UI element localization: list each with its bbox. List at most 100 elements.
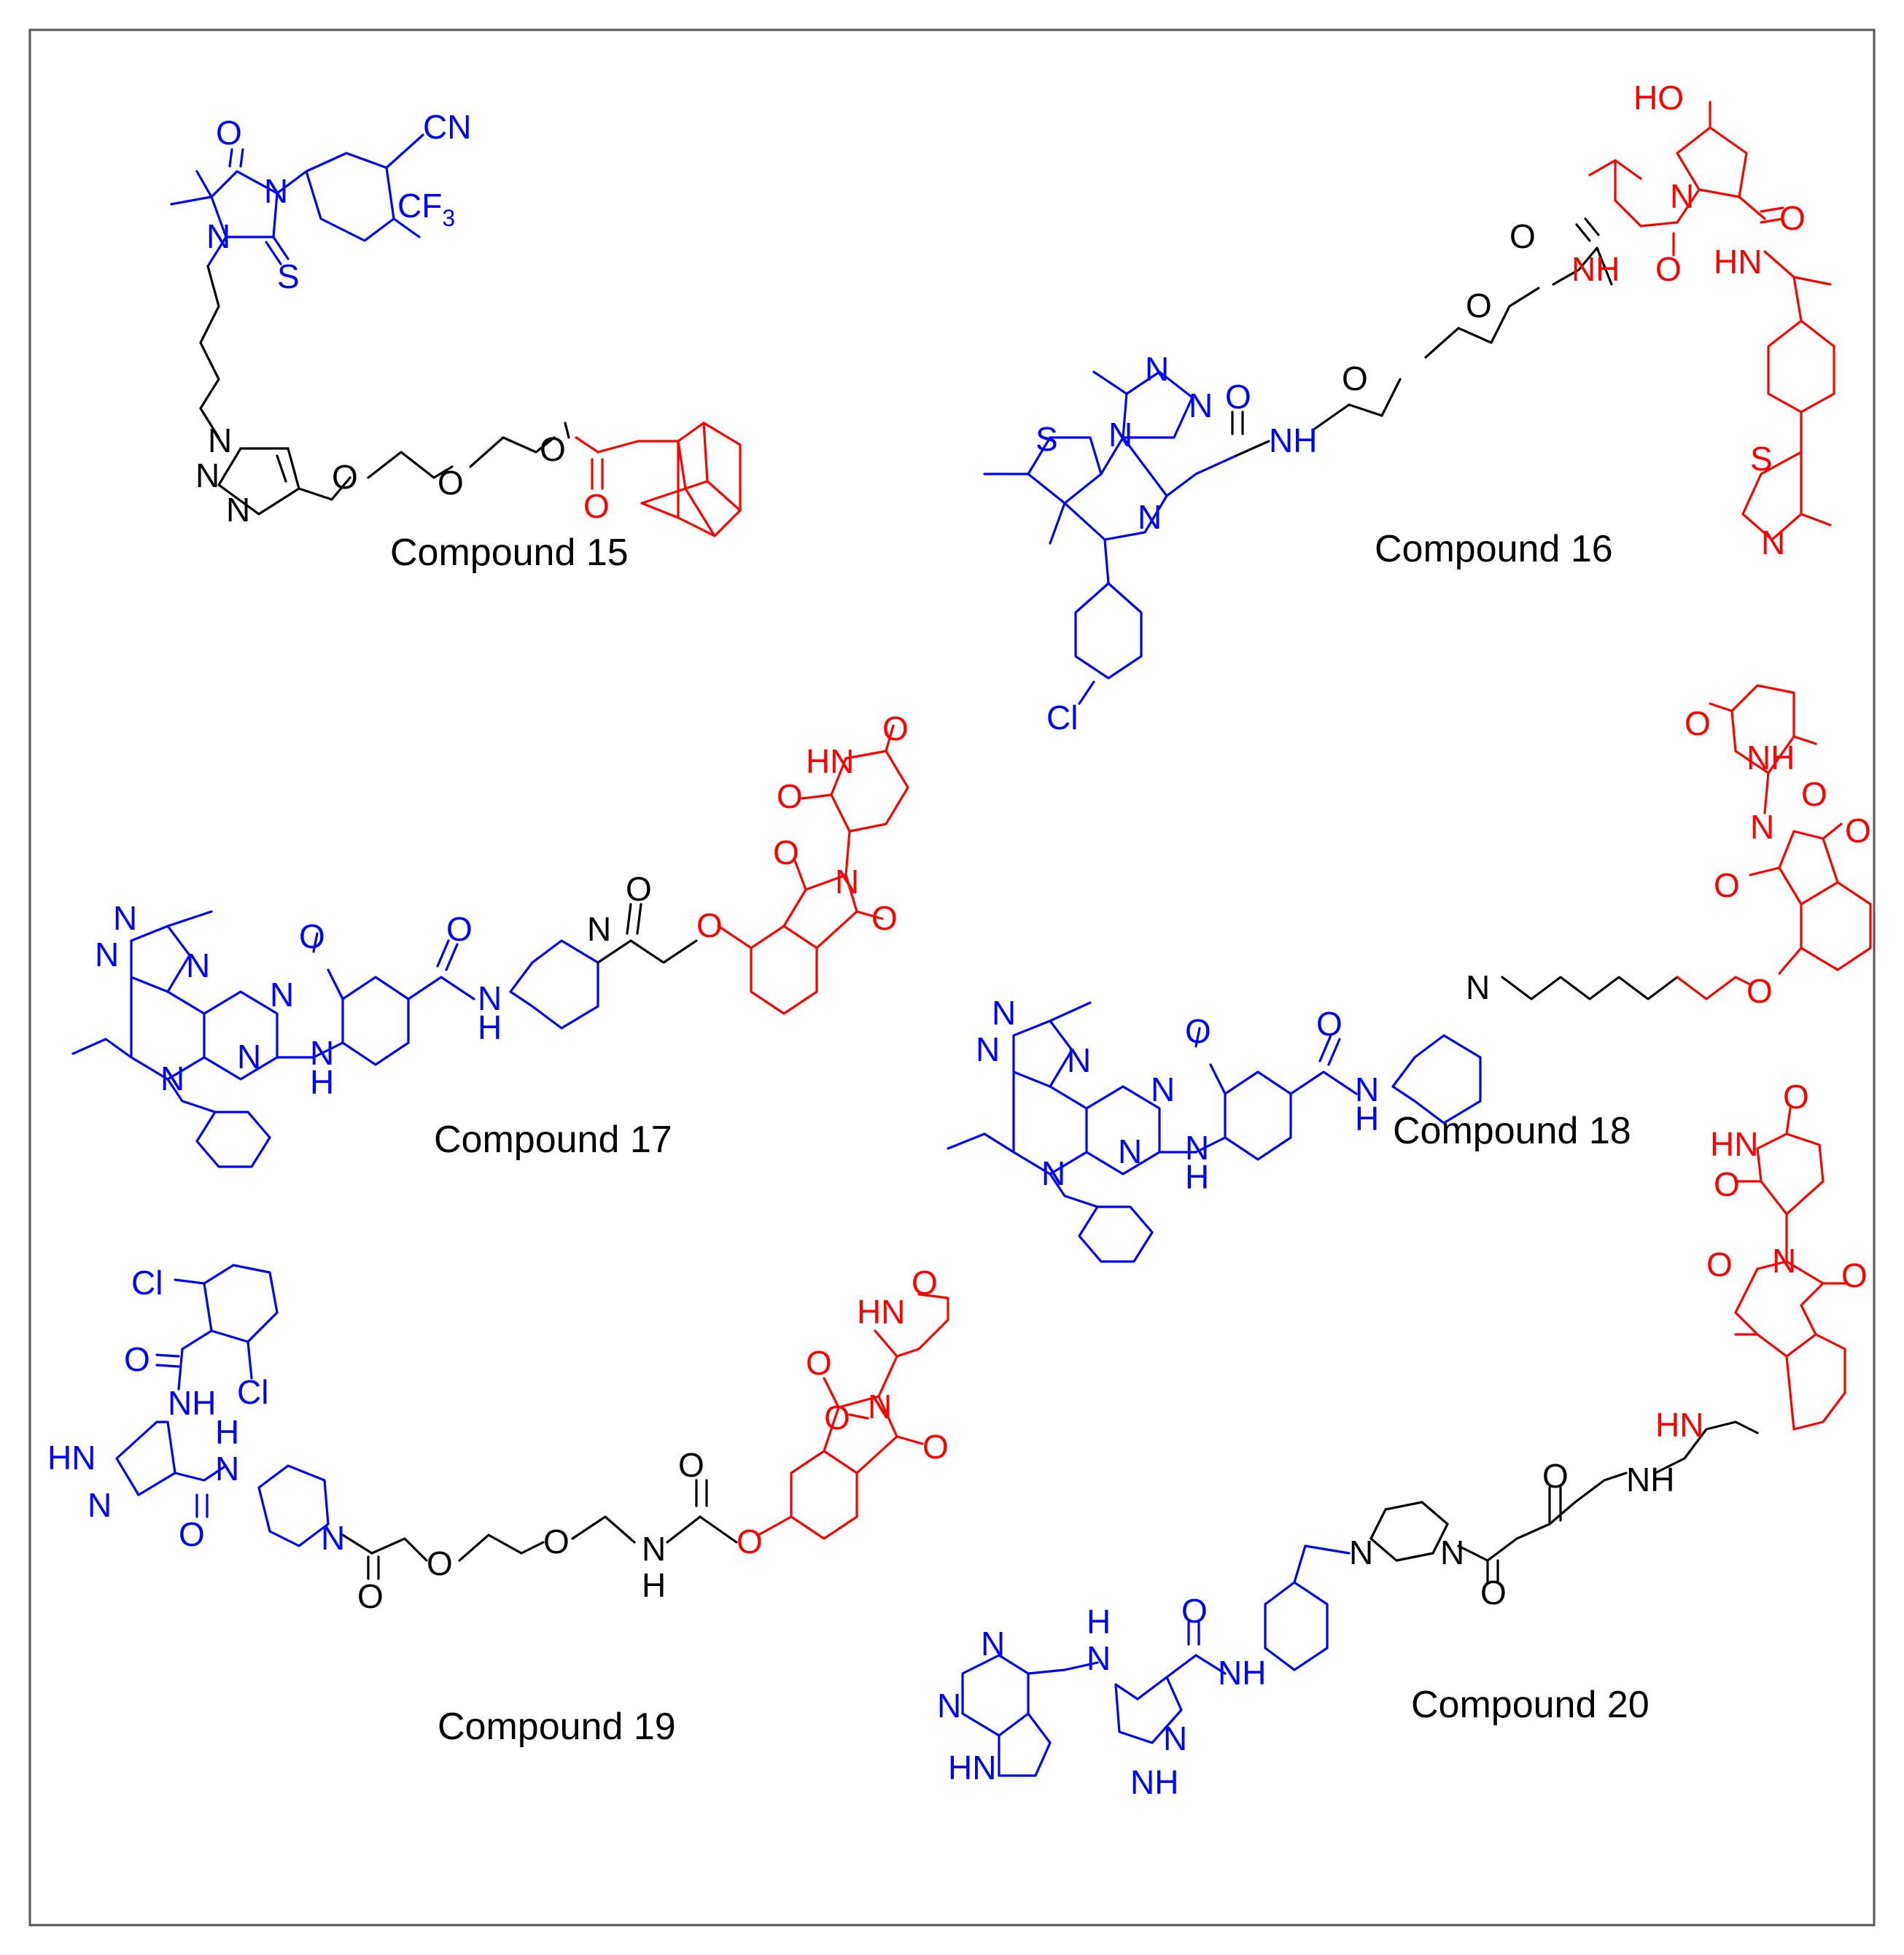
compound-19-caption: Compound 19 bbox=[438, 1706, 676, 1748]
c20-atom-n-pz1: N bbox=[1349, 1534, 1373, 1571]
c17-atom-tn1: N bbox=[113, 899, 137, 937]
c17-atom-o-ac: O bbox=[626, 870, 652, 908]
compound-18-caption: Compound 18 bbox=[1393, 1110, 1631, 1152]
c17-atom-o-ph2: O bbox=[871, 899, 898, 937]
c17-atom-n-ph: N bbox=[835, 863, 859, 901]
c17-atom-n-py2: N bbox=[237, 1038, 261, 1076]
c15-atom-s: S bbox=[277, 257, 300, 295]
c15-atom-o4: O bbox=[583, 487, 610, 525]
compound-15: O CN N N S CF3 N N N O O O O Compound 15 bbox=[170, 108, 742, 574]
c19-atom-h-nh: H bbox=[642, 1566, 666, 1604]
c15-atom-tri-n3: N bbox=[226, 491, 250, 529]
compound-15-e3-ligand bbox=[575, 421, 742, 537]
compound-19-target-ligand bbox=[115, 1264, 330, 1547]
c17-atom-o-ether: O bbox=[696, 906, 723, 944]
c16-atom-o-lk: O bbox=[1509, 217, 1536, 255]
c16-atom-nh-l: NH bbox=[1269, 421, 1317, 459]
c20-atom-nh-ar: NH bbox=[1218, 1654, 1266, 1692]
c17-atom-nh-am: N bbox=[478, 979, 502, 1017]
c15-atom-o-ketone: O bbox=[216, 114, 242, 152]
c20-atom-n-pm2: N bbox=[937, 1687, 961, 1725]
compound-16-e3-ligand bbox=[1588, 101, 1835, 541]
c18-atom-n-pip: N bbox=[1466, 968, 1490, 1006]
c18-atom-o-ph2: O bbox=[1845, 812, 1871, 850]
compound-20-caption: Compound 20 bbox=[1411, 1684, 1650, 1726]
compound-19-e3-ligand bbox=[757, 1293, 949, 1540]
c20-atom-o-g1: O bbox=[1783, 1078, 1809, 1116]
c20-atom-o-ph2: O bbox=[1841, 1256, 1868, 1294]
c20-atom-o-g2: O bbox=[1714, 1165, 1740, 1203]
c16-atom-o-amide: O bbox=[1655, 250, 1682, 288]
c17-atom-hn-g: HN bbox=[806, 742, 854, 780]
c19-atom-cl2: Cl bbox=[237, 1373, 268, 1411]
c19-atom-n-ph: N bbox=[868, 1388, 892, 1426]
figure-frame bbox=[28, 28, 1876, 1927]
c18-atom-o-ether: O bbox=[1746, 972, 1773, 1010]
c17-atom-o-g1: O bbox=[777, 777, 803, 815]
c20-atom-n-pm1: N bbox=[981, 1625, 1005, 1663]
c18-atom-o-g1: O bbox=[1685, 704, 1711, 742]
c19-atom-h-am: H bbox=[215, 1413, 239, 1451]
c19-atom-o-ether: O bbox=[737, 1523, 763, 1560]
c20-atom-nh-pzl: NH bbox=[1130, 1763, 1178, 1801]
compound-17-atoms: HN O O N O O O O N O N H O N N N N N N N… bbox=[95, 710, 909, 1101]
compound-18: O NH O N O O O N O N H O N N N N N N N H… bbox=[947, 684, 1872, 1263]
c19-atom-n-pz: N bbox=[88, 1486, 112, 1524]
c18-atom-nh-an: N bbox=[1185, 1129, 1209, 1167]
c19-atom-o-ac: O bbox=[357, 1577, 384, 1615]
c18-atom-nh-am: N bbox=[1355, 1070, 1379, 1108]
c19-atom-hn-pz: HN bbox=[47, 1439, 96, 1477]
compound-18-linker bbox=[1501, 976, 1679, 1000]
c20-atom-o-ar: O bbox=[1181, 1592, 1208, 1630]
c20-atom-h-top: H bbox=[1087, 1603, 1111, 1641]
c16-atom-hn: HN bbox=[1714, 243, 1762, 281]
compound-20-e3-ligand bbox=[1734, 1107, 1846, 1431]
c19-atom-cl1: Cl bbox=[131, 1264, 163, 1302]
c17-atom-n-dh: N bbox=[160, 1060, 184, 1097]
c17-atom-tn3: N bbox=[186, 947, 210, 984]
compound-17-linker bbox=[597, 903, 698, 964]
c19-atom-o-am: O bbox=[179, 1515, 205, 1553]
compound-15-target-ligand bbox=[170, 133, 424, 268]
compound-18-atoms: O NH O N O O O N O N H O N N N N N N N H bbox=[976, 704, 1871, 1196]
c17-atom-nh-an: N bbox=[310, 1034, 334, 1072]
c17-atom-o-me: O bbox=[299, 917, 325, 955]
c17-atom-tn2: N bbox=[95, 936, 119, 973]
c18-atom-tn1: N bbox=[992, 994, 1016, 1032]
c16-atom-o-pro: O bbox=[1779, 199, 1806, 237]
c16-atom-n-thz: N bbox=[1761, 524, 1785, 561]
c17-atom-n-pip: N bbox=[587, 910, 611, 948]
c16-atom-tn3: N bbox=[1108, 416, 1132, 454]
c18-atom-n-dh: N bbox=[1041, 1154, 1065, 1192]
c19-atom-o-l1: O bbox=[427, 1544, 453, 1582]
c15-atom-n3: N bbox=[264, 172, 288, 210]
c19-atom-o-g1: O bbox=[912, 1264, 938, 1302]
compound-16-linker bbox=[1231, 217, 1613, 457]
compound-15-atoms: O CN N N S CF3 N N N O O O O bbox=[195, 108, 610, 529]
compound-20: O HN O N O O HN O NH N N O H N O NH N N … bbox=[937, 1078, 1868, 1801]
c19-atom-o-ph2: O bbox=[922, 1428, 949, 1466]
compound-15-linker bbox=[199, 265, 570, 516]
c17-atom-o-g2: O bbox=[882, 710, 909, 747]
c15-atom-n1: N bbox=[206, 217, 230, 255]
c16-atom-o-l1: O bbox=[1466, 287, 1492, 324]
c16-atom-ho: HO bbox=[1633, 79, 1684, 117]
c19-atom-o-g2: O bbox=[824, 1399, 850, 1437]
c20-atom-o-am: O bbox=[1542, 1457, 1569, 1495]
c18-atom-o-me: O bbox=[1185, 1012, 1211, 1050]
compound-20-target-ligand bbox=[961, 1544, 1351, 1777]
c20-atom-hn-g: HN bbox=[1710, 1125, 1758, 1163]
c19-atom-o-l2: O bbox=[543, 1523, 570, 1560]
c18-atom-h-am: H bbox=[1355, 1100, 1379, 1138]
c16-atom-o-l3: O bbox=[1225, 378, 1251, 416]
c15-atom-cn: CN bbox=[423, 108, 471, 146]
c20-atom-o-ph1: O bbox=[1706, 1245, 1733, 1283]
c18-atom-tn3: N bbox=[1067, 1041, 1091, 1079]
compound-17-e3-ligand bbox=[717, 724, 909, 1015]
c18-atom-o-am: O bbox=[1316, 1005, 1342, 1043]
c18-atom-tn2: N bbox=[976, 1030, 1000, 1068]
c18-atom-o-g2: O bbox=[1801, 775, 1827, 813]
c18-atom-h-an: H bbox=[1185, 1158, 1209, 1196]
c20-atom-hn-pyr: HN bbox=[948, 1749, 996, 1787]
